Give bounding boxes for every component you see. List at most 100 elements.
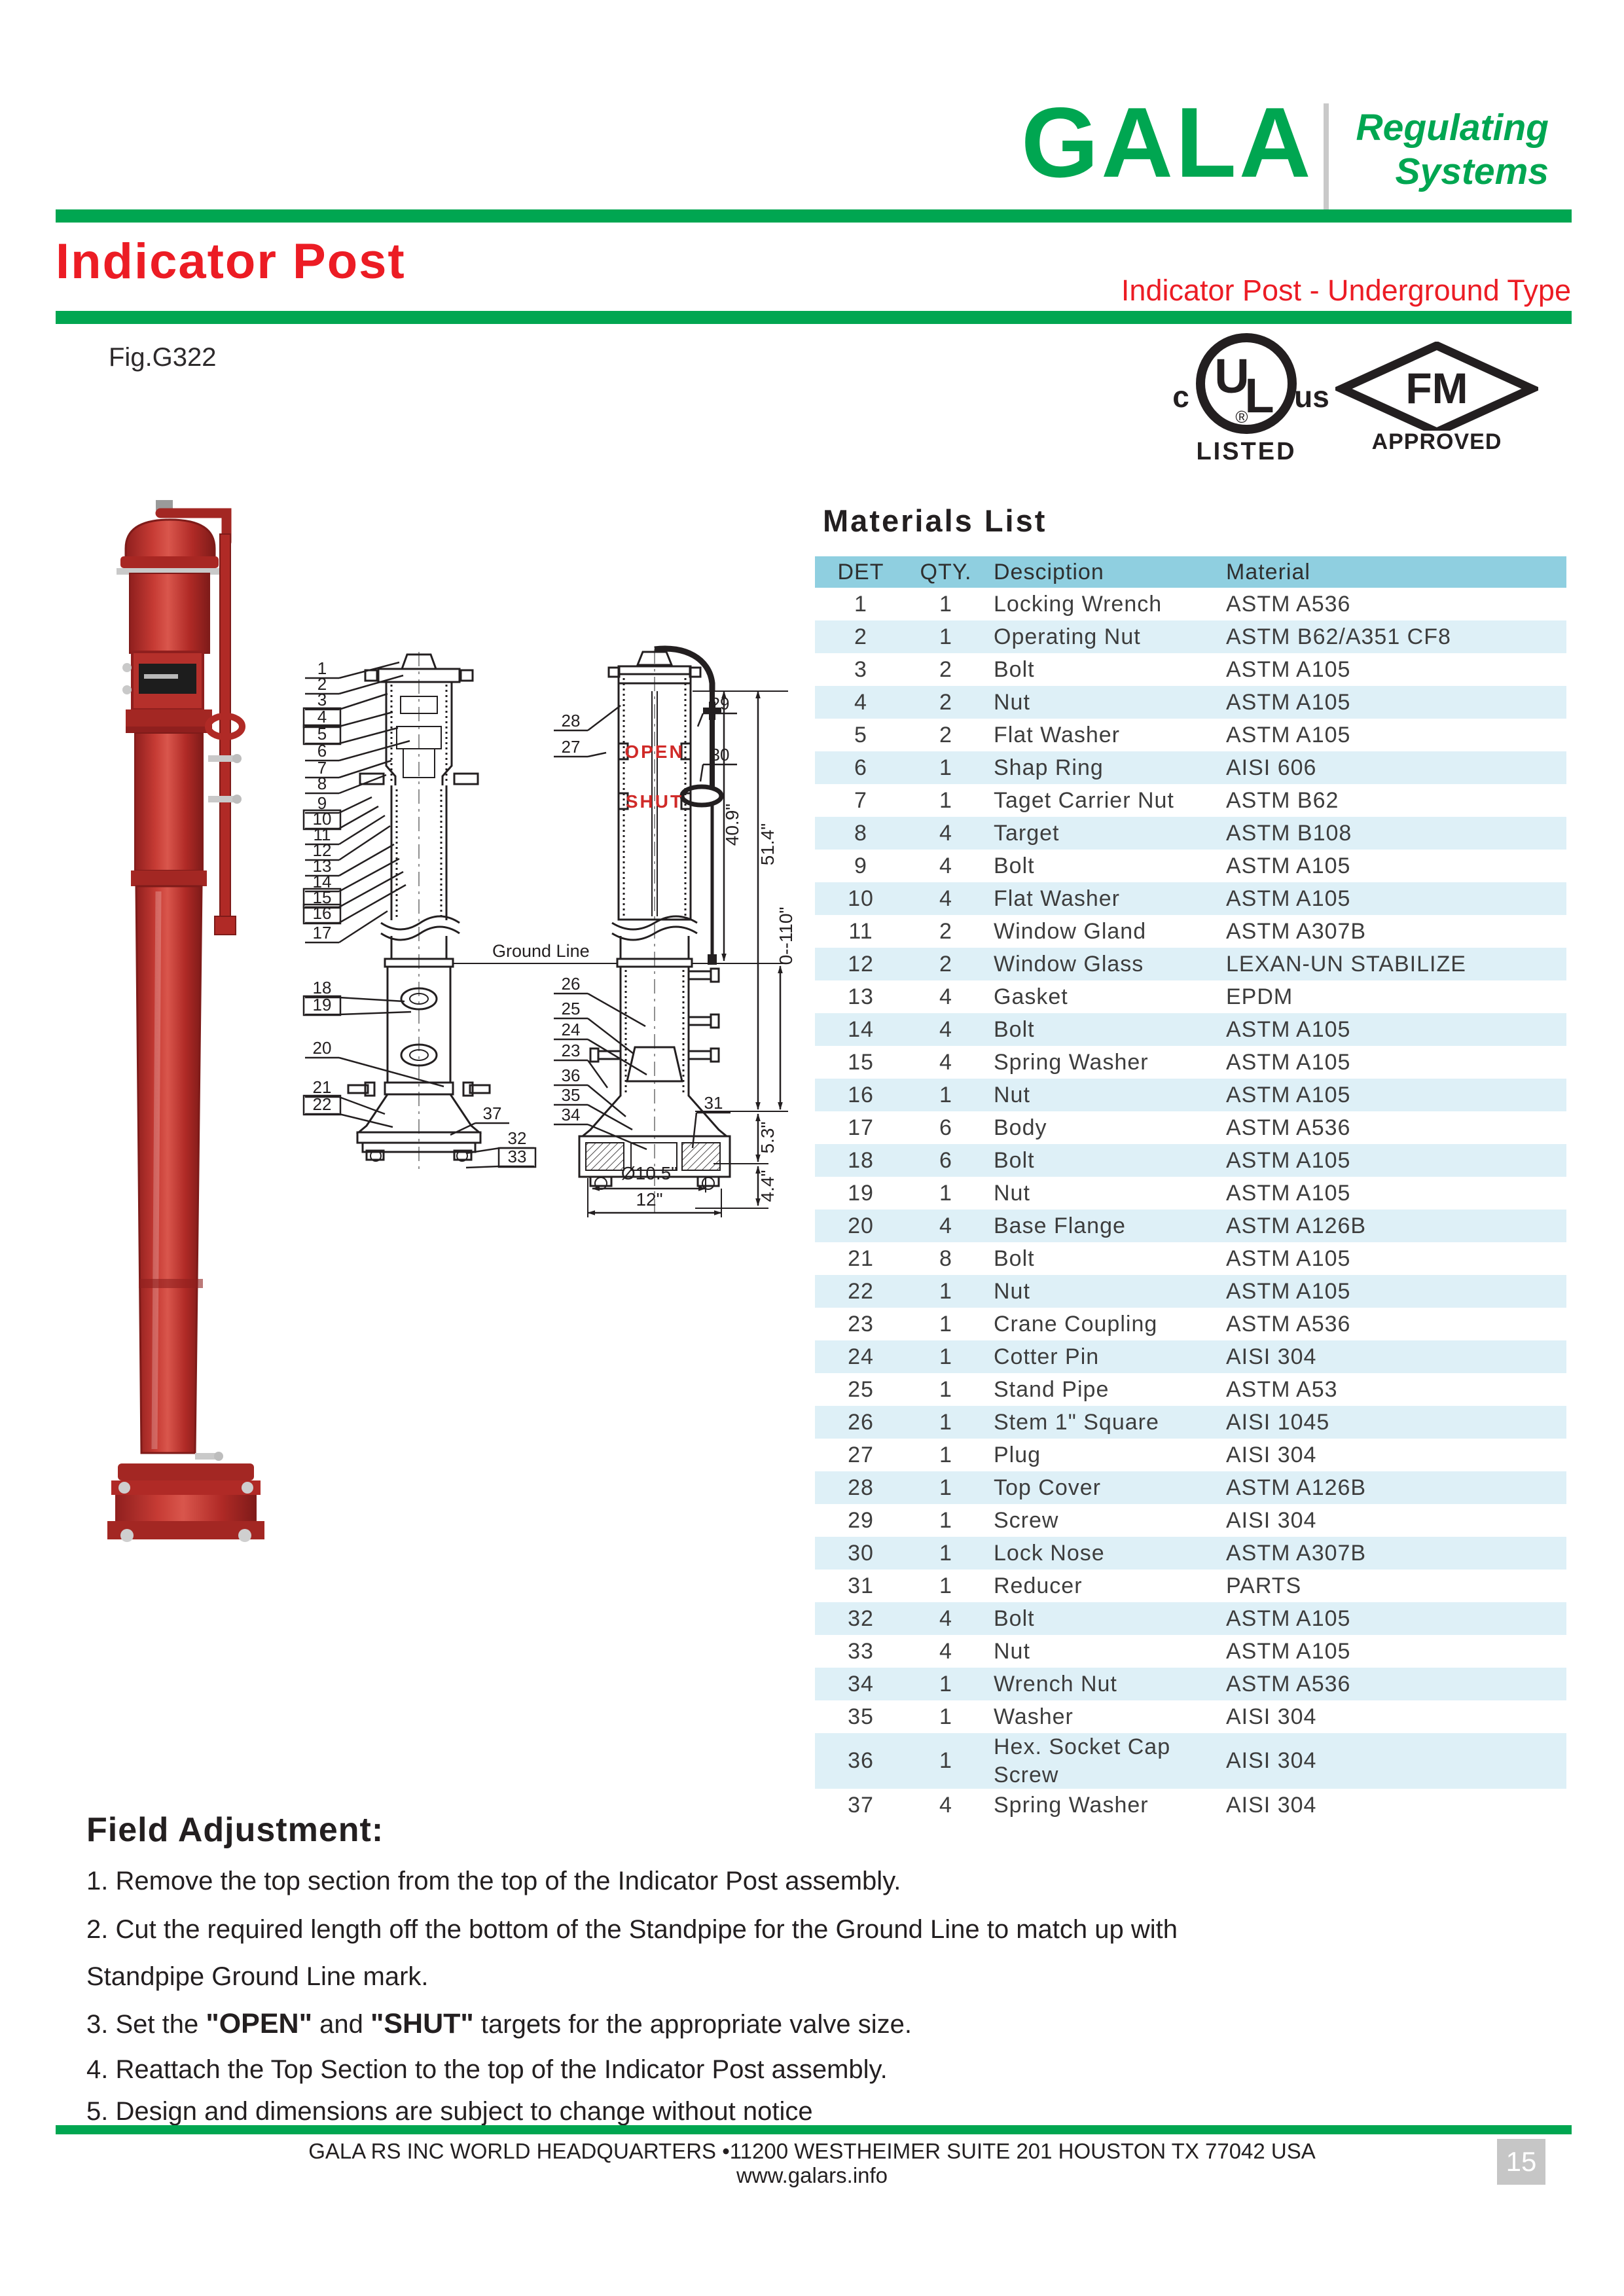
table-row-27-cell-3: AISI 304 [1226, 1442, 1317, 1467]
ul-c: c [1172, 380, 1189, 414]
table-row-10-cell-3: ASTM A105 [1226, 886, 1351, 911]
table-row-36-cell-1: 1 [939, 1748, 952, 1773]
table-row-16-cell-0: 16 [848, 1082, 874, 1107]
table-row-15-cell-3: ASTM A105 [1226, 1049, 1351, 1075]
table-row-4-cell-0: 4 [854, 689, 867, 715]
callout-2: 2 [317, 674, 327, 694]
table-row-11-cell-0: 11 [848, 918, 873, 944]
callout-30: 30 [711, 745, 730, 764]
post-top-bolt [156, 500, 173, 511]
table-row-34-cell-1: 1 [939, 1671, 952, 1696]
table-row-33-cell-0: 33 [848, 1638, 874, 1664]
indicator-post-photo [107, 500, 264, 1542]
page-number-badge: 15 [1497, 2139, 1545, 2185]
table-row-31-cell-2: Reducer [994, 1573, 1083, 1598]
field-adjustment-item-5: 5. Design and dimensions are subject to … [86, 2097, 813, 2126]
table-row-17-cell-0: 17 [848, 1115, 874, 1140]
post-lock-bar [117, 568, 223, 575]
callout-13: 13 [313, 856, 332, 876]
table-row-31-cell-3: PARTS [1226, 1573, 1302, 1598]
figure-number: Fig.G322 [109, 343, 217, 372]
table-row-10-cell-1: 4 [939, 886, 952, 911]
field-adjustment-item-1: 1. Remove the top section from the top o… [86, 1867, 901, 1895]
table-row-8-cell-3: ASTM B108 [1226, 820, 1352, 846]
dimension-label: Ø10.5" [621, 1163, 677, 1183]
table-row-15-cell-2: Spring Washer [994, 1049, 1149, 1075]
table-row-8-cell-2: Target [994, 820, 1060, 846]
table-row-7-cell-2: Taget Carrier Nut [994, 787, 1174, 813]
table-row-9-cell-3: ASTM A105 [1226, 853, 1351, 878]
table-row-19-cell-3: ASTM A105 [1226, 1180, 1351, 1206]
table-row-6-cell-3: AISI 606 [1226, 755, 1317, 780]
table-row-2-cell-2: Operating Nut [994, 624, 1141, 649]
brand-logo: GALA [1021, 87, 1314, 198]
callout-11: 11 [314, 825, 331, 844]
table-row-1-cell-2: Locking Wrench [994, 591, 1163, 617]
table-row-27-cell-0: 27 [848, 1442, 874, 1467]
table-row-8-cell-0: 8 [854, 820, 867, 846]
table-row-22-cell-2: Nut [994, 1278, 1030, 1304]
table-header-row-cell-1: QTY. [920, 559, 972, 584]
table-row-35-cell-3: AISI 304 [1226, 1704, 1317, 1729]
table-row-28-cell-2: Top Cover [994, 1475, 1101, 1500]
table-row-3-cell-2: Bolt [994, 656, 1035, 682]
callout-24: 24 [562, 1020, 581, 1039]
page-title: Indicator Post [56, 234, 406, 289]
table-row-21-cell-1: 8 [939, 1246, 952, 1271]
table-row-32-cell-0: 32 [848, 1605, 874, 1631]
callout-12: 12 [313, 840, 332, 860]
table-row-5-cell-3: ASTM A105 [1226, 722, 1351, 747]
fa3-mid: and [312, 2010, 370, 2039]
table-row-34-cell-0: 34 [848, 1671, 874, 1696]
table-row-20-cell-1: 4 [939, 1213, 952, 1238]
fm-approved-icon: FM APPROVED [1335, 342, 1538, 454]
table-row-8-cell-1: 4 [939, 820, 952, 846]
materials-list-title: Materials List [823, 503, 1047, 538]
table-row-25-cell-0: 25 [848, 1376, 874, 1402]
ground-line-label: Ground Line [492, 941, 590, 961]
table-row-25-cell-2: Stand Pipe [994, 1376, 1110, 1402]
table-row-19-cell-0: 19 [848, 1180, 874, 1206]
table-row-36-cell-3: AISI 304 [1226, 1748, 1317, 1774]
table-row-23-cell-1: 1 [939, 1311, 952, 1336]
registered-symbol: ® [1235, 407, 1248, 427]
table-row-32-cell-3: ASTM A105 [1226, 1605, 1351, 1631]
callout-23: 23 [562, 1041, 581, 1060]
table-row-11-cell-2: Window Gland [994, 918, 1147, 944]
table-row-31-cell-1: 1 [939, 1573, 952, 1598]
green-rule-second [56, 311, 1572, 324]
green-rule-top [56, 209, 1572, 223]
field-adjustment-item-2: 2. Cut the required length off the botto… [86, 1915, 1178, 1991]
ul-listed-icon: U L ® c us LISTED [1172, 333, 1329, 465]
table-row-1-cell-1: 1 [939, 591, 952, 617]
callout-25: 25 [562, 999, 581, 1018]
post-standpipe [135, 885, 203, 1454]
callout-8: 8 [317, 774, 327, 793]
field-adjustment-item-3: 3. Set the "OPEN" and "SHUT" targets for… [86, 2000, 1487, 2048]
fa3-suffix: targets for the appropriate valve size. [473, 2010, 912, 2039]
callout-3: 3 [317, 690, 327, 709]
table-row-13-cell-2: Gasket [994, 984, 1068, 1009]
table-row-14-cell-0: 14 [848, 1016, 874, 1042]
table-row-12-cell-3: LEXAN-UN STABILIZE [1226, 951, 1466, 977]
technical-drawing: Ground Line [302, 645, 796, 1217]
table-row-14-cell-1: 4 [939, 1016, 952, 1042]
table-row-17-cell-2: Body [994, 1115, 1047, 1140]
table-row-29-cell-3: AISI 304 [1226, 1507, 1317, 1533]
table-row-32-cell-2: Bolt [994, 1605, 1035, 1631]
table-row-2-cell-0: 2 [854, 624, 867, 649]
